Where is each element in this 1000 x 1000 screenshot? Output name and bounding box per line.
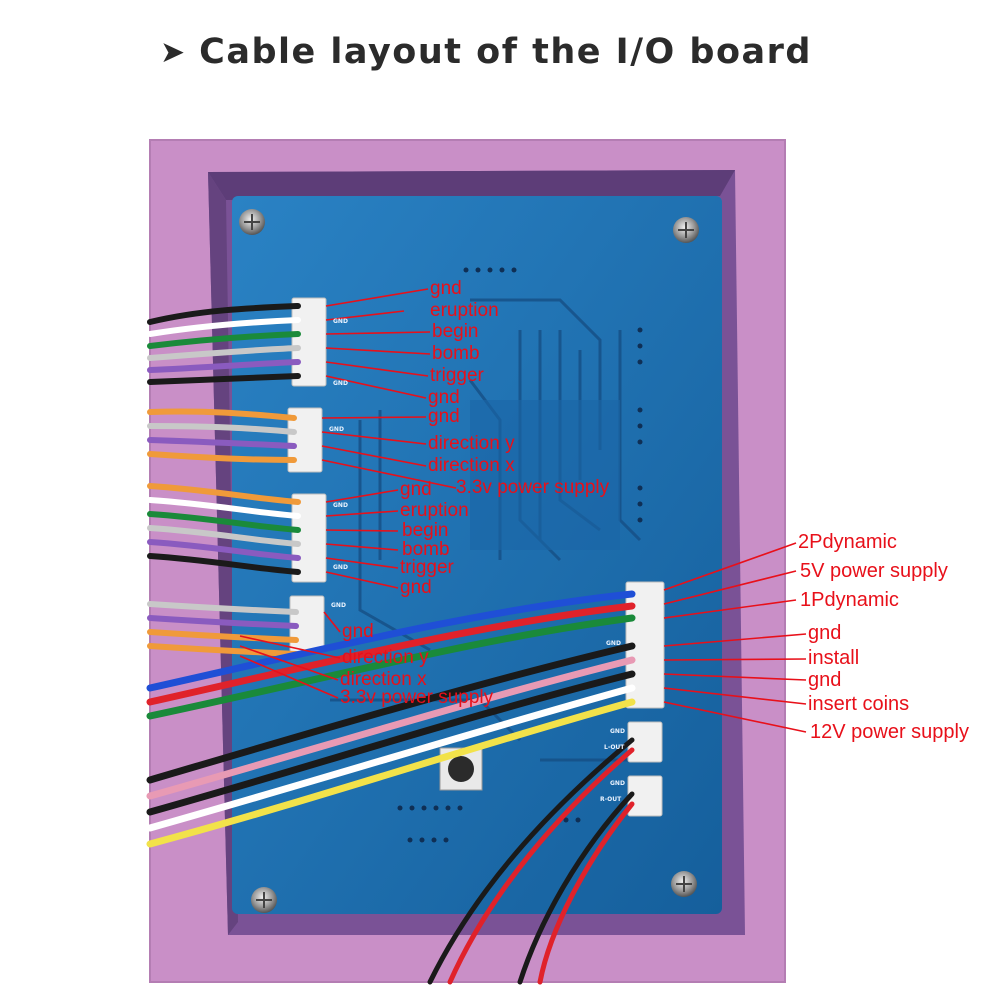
label-j2-3v3: 3.3v power supply: [456, 477, 610, 498]
label-j4-direction-y: direction y: [342, 647, 429, 668]
label-j1-eruption: eruption: [430, 300, 499, 321]
title-text: Cable layout of the I/O board: [199, 32, 812, 72]
connector-housings: [287, 297, 665, 817]
label-j5-12v: 12V power supply: [810, 721, 969, 743]
connector-j1: [291, 297, 327, 387]
label-j3-eruption: eruption: [400, 500, 469, 521]
label-j1-begin: begin: [432, 321, 479, 342]
label-j4-gnd: gnd: [342, 621, 374, 642]
label-j1-bomb: bomb: [432, 343, 480, 364]
wires-j2: [147, 408, 297, 463]
screws: [239, 209, 699, 913]
silk-rout: R-OUT: [600, 796, 622, 803]
silk-gnd-j3: GND: [333, 502, 348, 509]
label-j5-insert-coins: insert coins: [808, 693, 910, 715]
silk-gnd-rout: GND: [610, 780, 625, 787]
page-title: ➤ Cable layout of the I/O board: [160, 28, 812, 76]
label-j5-2pdynamic: 2Pdynamic: [798, 531, 897, 553]
label-j5-gnd-1: gnd: [808, 622, 842, 644]
pcb-chip-area: [470, 400, 620, 550]
label-j1-trigger: trigger: [430, 365, 484, 386]
label-j3-gnd-2: gnd: [400, 577, 432, 598]
silk-gnd-lout: GND: [610, 728, 625, 735]
label-j2-direction-y: direction y: [428, 433, 515, 454]
silk-gnd-j3b: GND: [333, 564, 348, 571]
wires-j3: [147, 483, 301, 575]
wires-j1: [147, 303, 301, 385]
label-j1-gnd-1: gnd: [430, 278, 462, 299]
label-j5-install: install: [808, 647, 860, 669]
pin-headers: [397, 267, 643, 843]
label-j3-begin: begin: [402, 520, 449, 541]
silk-gnd-j5: GND: [606, 640, 621, 647]
label-j2-direction-x: direction x: [428, 455, 515, 476]
leader-lines: [239, 288, 807, 733]
connector-j2: [287, 407, 323, 473]
label-j5-1pdynamic: 1Pdynamic: [800, 589, 899, 611]
label-j4-direction-x: direction x: [340, 669, 427, 690]
arrow-right-icon: ➤: [160, 34, 186, 70]
label-j4-3v3: 3.3v power supply: [340, 687, 494, 708]
silk-lout: L-OUT: [604, 744, 625, 751]
connector-j3: [291, 493, 327, 583]
silk-gnd-j2: GND: [329, 426, 344, 433]
label-j2-gnd: gnd: [428, 406, 460, 427]
silk-gnd-j1b: GND: [333, 380, 348, 387]
label-j1-gnd-2: gnd: [428, 387, 460, 408]
label-j3-gnd-1: gnd: [400, 479, 432, 500]
label-j3-bomb: bomb: [402, 539, 450, 560]
silk-gnd-j1: GND: [333, 318, 348, 325]
wires-j5: [146, 590, 636, 848]
silk-gnd-j4: GND: [331, 602, 346, 609]
label-j3-trigger: trigger: [400, 557, 454, 578]
wires-audio: [427, 737, 635, 985]
label-j5-5v: 5V power supply: [800, 560, 948, 582]
wires-j4: [147, 601, 299, 657]
label-j5-gnd-2: gnd: [808, 669, 842, 691]
